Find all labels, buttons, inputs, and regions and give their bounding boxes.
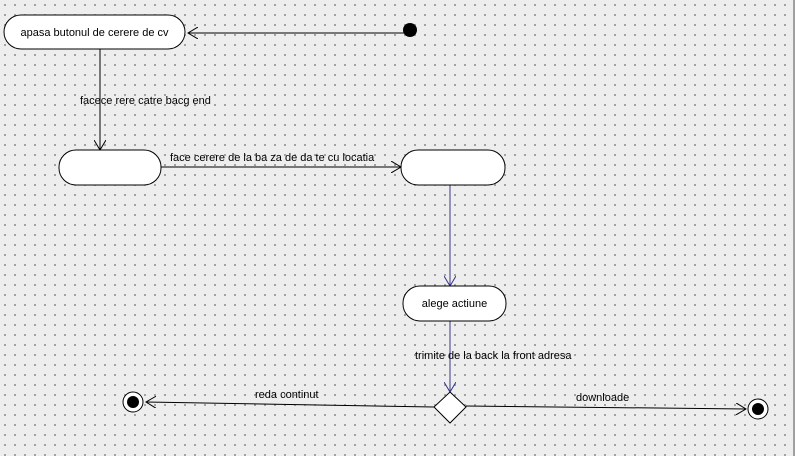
final-node-right[interactable] xyxy=(747,398,769,420)
action-node-backend[interactable] xyxy=(58,149,162,186)
edge-decision-to-final-left[interactable] xyxy=(146,402,435,407)
edge-label-back-to-front: trimite de la back la front adresa xyxy=(415,350,572,362)
action-node-shape[interactable] xyxy=(3,14,186,50)
decision-node[interactable] xyxy=(433,391,467,424)
edge-line[interactable] xyxy=(465,406,746,409)
action-node-choose-action[interactable]: alege actiune xyxy=(402,285,507,322)
action-node-shape[interactable] xyxy=(402,285,507,322)
edge-label-download: downloade xyxy=(576,392,629,404)
window-right-border xyxy=(793,0,795,456)
edge-label-render-content: reda continut xyxy=(255,389,319,401)
action-node-label: alege actiune xyxy=(422,298,487,310)
edge-label-to-db: face cerere de la ba za de da te cu loca… xyxy=(170,152,375,164)
final-node-dot xyxy=(127,396,139,408)
action-node-db[interactable] xyxy=(400,149,506,186)
edge-line[interactable] xyxy=(146,402,435,407)
action-node-label: apasa butonul de cerere de cv xyxy=(21,27,169,39)
final-node-left[interactable] xyxy=(122,391,144,413)
edge-decision-to-final-right[interactable] xyxy=(465,406,746,409)
final-node-dot xyxy=(752,403,764,415)
edge-label-to-backend: facece rere catre bacg end xyxy=(80,95,211,107)
initial-node[interactable] xyxy=(403,23,417,37)
action-node-shape[interactable] xyxy=(58,149,162,186)
action-node-shape[interactable] xyxy=(400,149,506,186)
action-node-cv-request[interactable]: apasa butonul de cerere de cv xyxy=(3,14,186,50)
